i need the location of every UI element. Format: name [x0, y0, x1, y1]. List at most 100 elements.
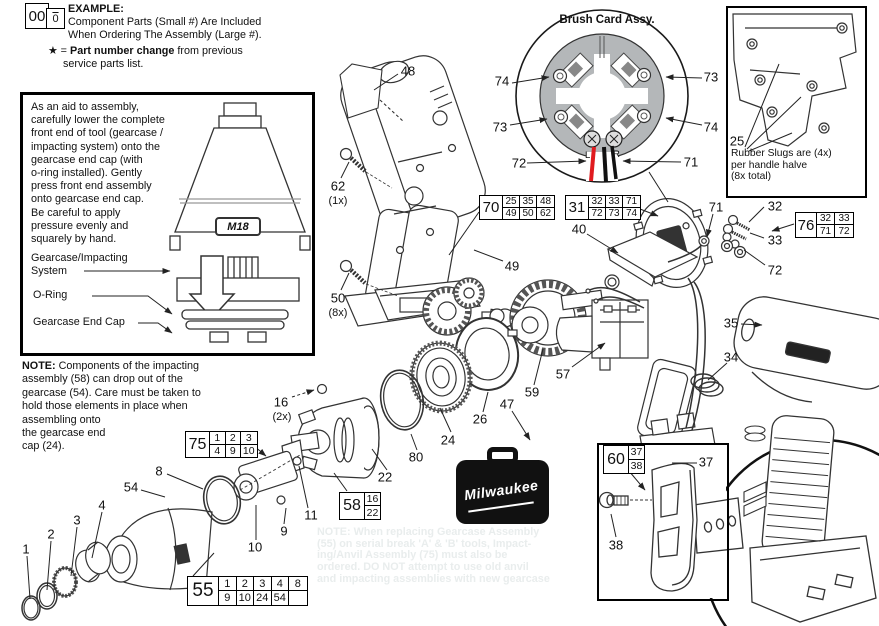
- label-gearcase-end-cap: Gearcase End Cap: [33, 316, 125, 328]
- part-label-33: 33: [767, 232, 783, 248]
- belt-clip-box: [597, 443, 729, 601]
- ghost-line: (55) on serial break 'A' & 'B' tools, Im…: [317, 537, 532, 550]
- part-label-73: 73: [703, 69, 719, 85]
- part-label-1: 1: [22, 541, 30, 557]
- example-small-number-cell: 0: [46, 8, 65, 29]
- part-label-10: 10: [247, 539, 263, 555]
- rubber-slugs-text: Rubber Slugs are (4x) per handle halve (…: [731, 148, 832, 183]
- label-sticker-drawing: [339, 63, 405, 123]
- ref-box-component-cell: [289, 591, 307, 605]
- ref-box-component-cell: 48: [537, 196, 554, 208]
- ref-box-component-cell: 72: [838, 225, 850, 237]
- ref-box-component-cell: 32: [589, 196, 606, 208]
- part-label-57: 57: [555, 366, 571, 382]
- ref-box-component-cell: 4: [271, 577, 289, 591]
- part-label-62: 62: [330, 178, 346, 194]
- ref-box-component-cell: 1: [210, 432, 226, 445]
- part-label-47: 47: [499, 396, 515, 412]
- brush-card-title: Brush Card Assy.: [559, 14, 655, 26]
- assembly-line: Be careful to apply: [31, 206, 121, 219]
- assembly-aid-drawing: [169, 102, 311, 343]
- assembly-line: impacting system) onto the: [31, 140, 161, 153]
- star-note-rest: from previous: [174, 45, 243, 57]
- rubber-slugs-box: [726, 6, 867, 198]
- assembly-line: onto gearcase end cap.: [31, 193, 144, 206]
- star-icon: ★: [48, 45, 58, 57]
- label-o-ring: O-Ring: [33, 289, 68, 301]
- rubber-line: Rubber Slugs are (4x): [731, 148, 832, 159]
- assembly-line: As an aid to assembly,: [31, 101, 139, 113]
- leader-lines: [26, 63, 802, 600]
- part-label-54: 54: [123, 479, 139, 495]
- ref-box-component-cell: 10: [242, 444, 255, 457]
- ref-box-component-cell: 2: [236, 577, 254, 591]
- brush-card-detail-drawing: [515, 9, 689, 183]
- ref-box-component-cell: 33: [606, 196, 623, 208]
- ref-box-component-cell: 22: [366, 506, 379, 519]
- part-label-24: 24: [440, 432, 456, 448]
- note-line: hold those elements in place when: [22, 400, 188, 413]
- part-label-3: 3: [73, 512, 81, 528]
- note-line: the gearcase end: [22, 427, 106, 440]
- part-label-37: 37: [698, 454, 714, 470]
- ref-box-component-cell: 71: [623, 196, 640, 208]
- part-label-8: 8: [155, 463, 163, 479]
- carrying-case: [456, 460, 549, 524]
- example-line2: When Ordering The Assembly (Large #).: [68, 29, 262, 41]
- rubber-line: per handle halve: [731, 159, 808, 171]
- part-label-26: 26: [472, 411, 488, 427]
- part-label-1x: (1x): [328, 195, 348, 207]
- ref-box-assembly-number: 70: [480, 196, 503, 219]
- ghost-line: ordered. DO NOT attempt to use old anvil: [317, 561, 529, 574]
- part-label-2: 2: [47, 526, 55, 542]
- star-note: ★ = Part number change from previous: [48, 45, 243, 58]
- ref-box-assembly-number: 76: [796, 213, 817, 237]
- gearcase-impact-drawing: [21, 317, 520, 621]
- assembly-line: gearcase end cap (with: [31, 153, 143, 166]
- part-label-59: 59: [524, 384, 540, 400]
- ref-box-component-cell: 10: [237, 591, 254, 605]
- ref-box-component-cell: 73: [606, 207, 623, 219]
- motor-switch-drawing: [422, 197, 751, 471]
- part-label-8x: (8x): [328, 307, 348, 319]
- ref-box-component-cell: 9: [219, 591, 237, 605]
- ref-box-component-cell: 50: [520, 207, 537, 219]
- assembly-line: pressure evenly and: [31, 219, 129, 232]
- star-note-bold: Part number change: [70, 45, 175, 57]
- ref-box-assembly-number: 60: [604, 446, 629, 473]
- part-label-40: 40: [571, 221, 587, 237]
- ref-box-component-cell: 8: [289, 577, 307, 591]
- ref-box-component-cell: 72: [589, 207, 606, 219]
- part-label-71: 71: [708, 199, 724, 215]
- assembly-line: squarely by hand.: [31, 233, 117, 246]
- ref-box-component-cell: 71: [817, 225, 835, 237]
- ref-box-component-cell: 35: [520, 196, 537, 208]
- part-label-38: 38: [608, 537, 624, 553]
- ref-box-component-cell: 74: [625, 207, 638, 219]
- part-label-72: 72: [767, 262, 783, 278]
- ref-box-assembly-number: 58: [340, 493, 365, 519]
- ref-box-component-cell: 2: [225, 432, 241, 445]
- ref-box-component-cell: 37: [629, 446, 644, 460]
- part-label-34: 34: [723, 349, 739, 365]
- part-label-73: 73: [492, 119, 508, 135]
- ref-box-component-cell: 49: [503, 207, 520, 219]
- m18-logo: M18: [227, 221, 249, 233]
- ref-box-component-cell: 32: [817, 213, 835, 225]
- note-line: gearcase (54). Care must be taken to: [22, 386, 201, 399]
- part-label-74: 74: [703, 119, 719, 135]
- brush-right-label: R: [613, 149, 620, 160]
- ref-box-component-cell: 33: [835, 213, 853, 225]
- ghost-line: NOTE: When replacing Gearcase Assembly: [317, 526, 540, 538]
- ref-box-assembly-number: 75: [186, 432, 210, 457]
- assembly-line: front end of tool (gearcase /: [31, 127, 164, 140]
- note-first: Components of the impacting: [55, 360, 200, 372]
- note-line: NOTE: Components of the impacting: [22, 360, 201, 373]
- ref-box-component-cell: 38: [630, 460, 643, 473]
- impacting-note: NOTE: Components of the impacting assemb…: [22, 360, 201, 454]
- note-line: cap (24).: [22, 440, 65, 453]
